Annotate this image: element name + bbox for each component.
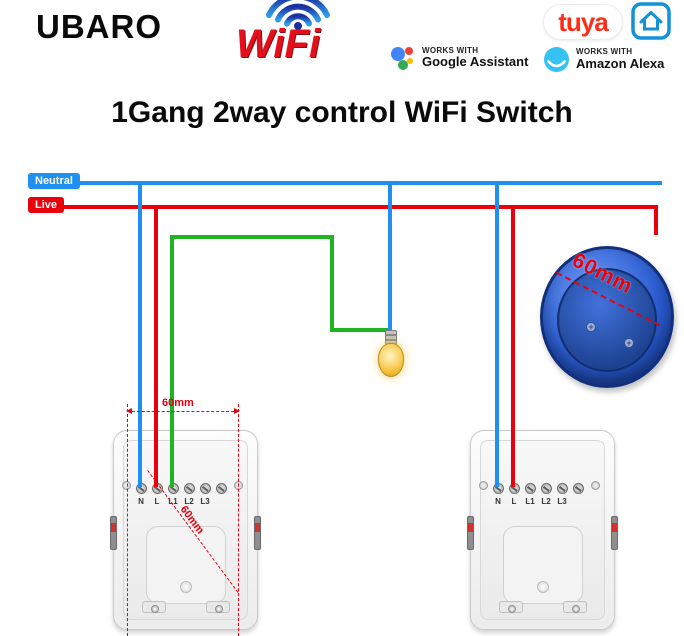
amazon-alexa-label: Amazon Alexa xyxy=(576,55,665,71)
terminal-screw xyxy=(556,483,568,494)
google-assistant-icon xyxy=(391,47,413,70)
smart-life-icon xyxy=(631,2,671,40)
terminal-l3: L3 xyxy=(554,483,570,506)
mechanism-screw xyxy=(537,581,549,593)
live-wire-end-drop xyxy=(654,205,658,235)
neutral-drop-to-bulb xyxy=(388,181,392,331)
mounting-tab xyxy=(142,601,166,613)
neutral-label: Neutral xyxy=(28,173,80,189)
terminal-screw xyxy=(524,483,536,494)
mounting-tab xyxy=(563,601,587,613)
live-drop-right-switch xyxy=(511,205,515,487)
lamp-wire-drop xyxy=(330,235,334,332)
wifi-text: WiFi xyxy=(236,22,321,66)
terminal-screw xyxy=(572,483,584,494)
google-assistant-badge: WORKS WITH Google Assistant xyxy=(388,44,528,72)
mounting-clip xyxy=(611,516,618,550)
terminal-l1: L1 xyxy=(522,483,538,506)
terminal-screw xyxy=(540,483,552,494)
wall-switch-left: N L L1 L2 L3 xyxy=(110,430,261,630)
bulb-glass xyxy=(378,343,404,377)
neutral-wire xyxy=(30,181,662,185)
junction-box-screw: + xyxy=(624,338,634,348)
lamp-wire-vertical xyxy=(170,235,174,487)
terminal-l2: L2 xyxy=(181,483,197,506)
tuya-logo: tuya xyxy=(543,4,623,40)
brand-logo: UBARO xyxy=(36,8,162,45)
wifi-logo: WiFi xyxy=(232,0,362,80)
page-title: 1Gang 2way control WiFi Switch xyxy=(111,96,573,129)
mounting-tab xyxy=(206,601,230,613)
neutral-drop-left-switch xyxy=(138,181,142,487)
amazon-alexa-badge: WORKS WITH Amazon Alexa xyxy=(543,46,664,73)
live-label: Live xyxy=(28,197,65,213)
mounting-clip xyxy=(254,516,261,550)
wifi-arcs-icon xyxy=(266,0,330,30)
google-assistant-label: Google Assistant xyxy=(422,54,529,70)
width-dimension-line xyxy=(126,408,240,414)
lamp-wire-horizontal xyxy=(170,235,334,239)
junction-box-screw: + xyxy=(586,322,596,332)
terminal-spare xyxy=(570,483,586,494)
light-bulb-icon xyxy=(377,330,405,384)
terminal-l3: L3 xyxy=(197,483,213,506)
terminal-screw xyxy=(183,483,195,494)
mounting-tab xyxy=(499,601,523,613)
mounting-hole xyxy=(591,481,600,490)
terminal-screw xyxy=(199,483,211,494)
dimension-extension-line xyxy=(127,404,128,636)
mounting-clip xyxy=(110,516,117,550)
junction-box: + + 60mm xyxy=(540,246,674,388)
terminal-screw xyxy=(215,483,227,494)
width-dimension-label: 60mm xyxy=(162,397,194,409)
junction-box-cavity xyxy=(557,268,657,372)
terminal-spare xyxy=(213,483,229,494)
mounting-hole xyxy=(122,481,131,490)
wall-switch-right: N L L1 L2 L3 xyxy=(467,430,618,630)
mounting-clip xyxy=(467,516,474,550)
terminal-l2: L2 xyxy=(538,483,554,506)
mounting-hole xyxy=(479,481,488,490)
alexa-icon xyxy=(544,47,569,72)
neutral-drop-right-switch xyxy=(495,181,499,487)
lamp-wire-to-bulb xyxy=(330,328,392,332)
dimension-extension-line xyxy=(238,404,239,636)
mechanism-screw xyxy=(180,581,192,593)
live-wire xyxy=(30,205,658,209)
alexa-works-with: WORKS WITH xyxy=(576,47,633,57)
google-works-with: WORKS WITH xyxy=(422,45,479,55)
live-drop-left-switch xyxy=(154,205,158,487)
